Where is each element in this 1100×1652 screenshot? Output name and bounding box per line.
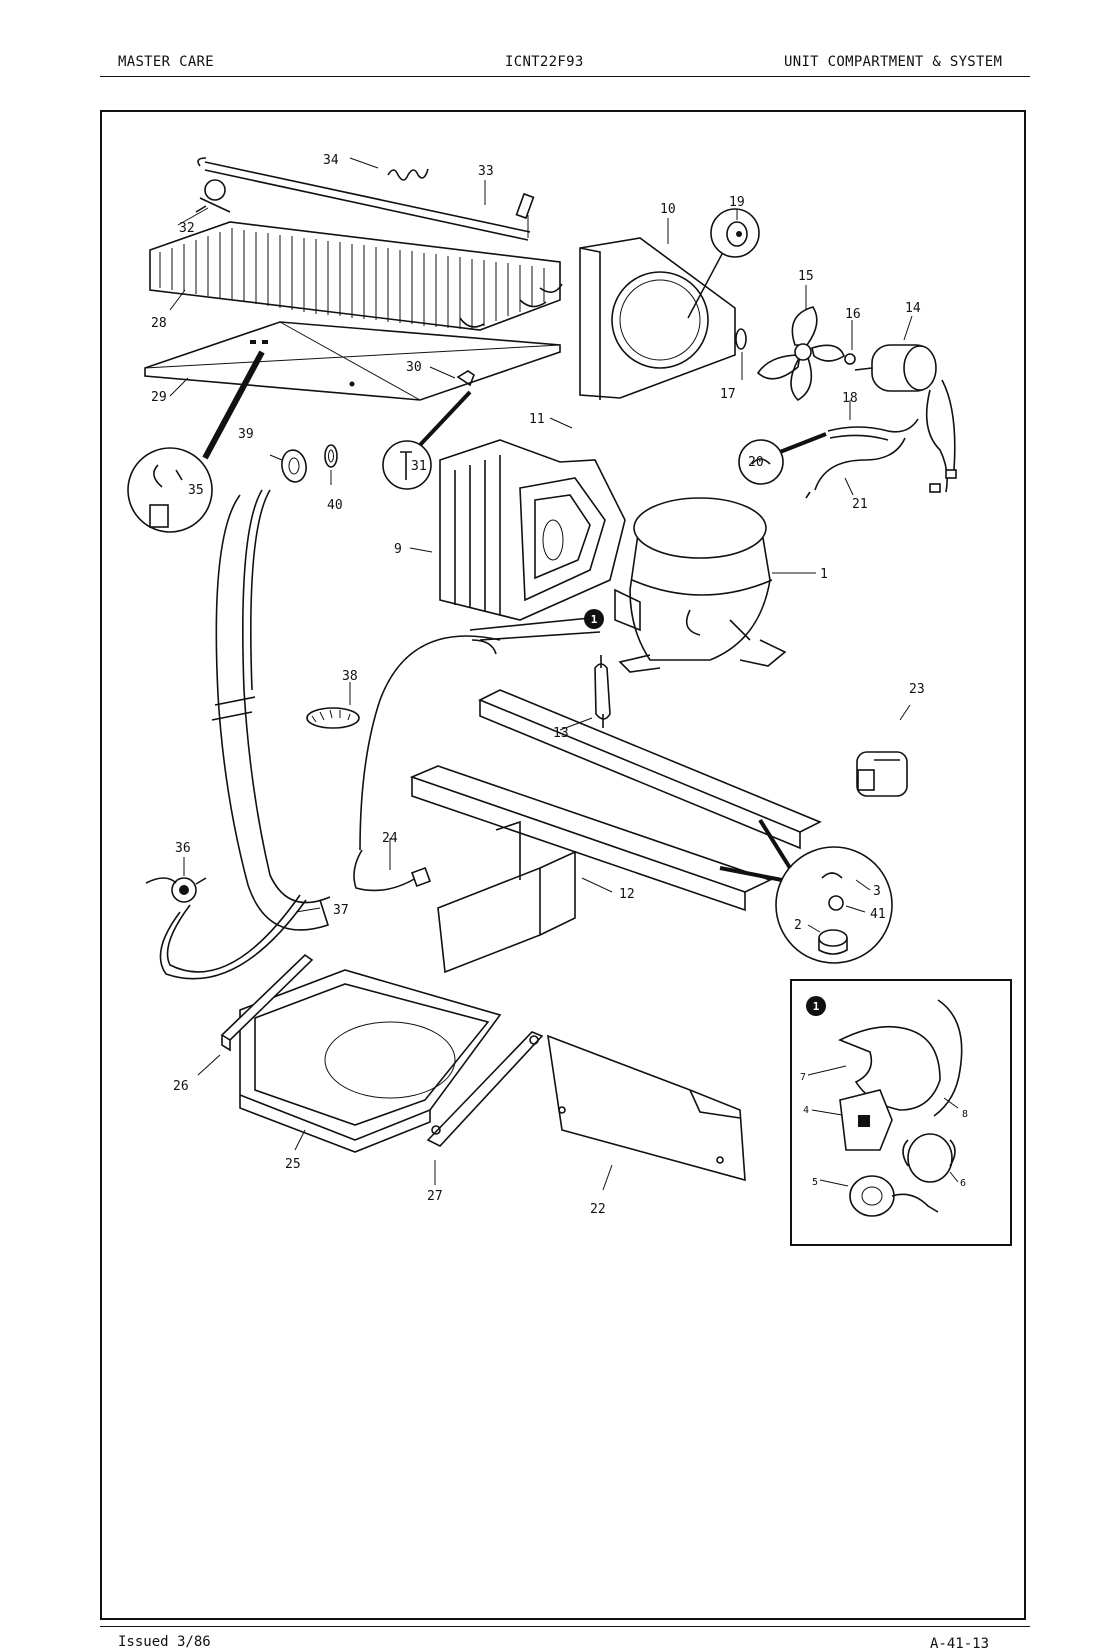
inset-detail-box: 1	[790, 979, 1012, 1246]
part-label-23: 23	[909, 682, 925, 697]
plate-clip	[456, 370, 475, 387]
defrost-timer	[856, 751, 908, 797]
part-label-7: 7	[800, 1072, 806, 1083]
footer-issue-date: Issued 3/86	[118, 1634, 211, 1650]
part-labels: 1 2 3 4 5 6 7 8 9 10 11 12 13 14 15 16 1…	[151, 153, 968, 1217]
part-label-2: 2	[794, 918, 802, 933]
part-label-4: 4	[803, 1105, 809, 1116]
filter-drier	[594, 655, 611, 728]
part-label-1: 1	[820, 567, 828, 582]
part-label-34: 34	[323, 153, 339, 168]
fan-nut	[735, 328, 747, 350]
part-label-21: 21	[852, 497, 868, 512]
condenser-clamp	[195, 179, 231, 213]
detail-circle-screw	[382, 390, 472, 490]
part-label-41: 41	[870, 907, 886, 922]
part-label-26: 26	[173, 1079, 189, 1094]
part-label-24: 24	[382, 831, 398, 846]
motor-lead	[827, 418, 919, 441]
part-label-20: 20	[748, 455, 764, 470]
part-label-16: 16	[845, 307, 861, 322]
cover-plate	[144, 321, 561, 401]
part-label-6: 6	[960, 1178, 966, 1189]
compressor	[469, 497, 787, 673]
grommet-small	[324, 444, 338, 468]
ground-wire	[805, 437, 906, 499]
fan-clip	[844, 353, 856, 365]
part-label-5: 5	[812, 1177, 818, 1188]
power-cord	[353, 635, 501, 892]
condenser-coil	[149, 221, 563, 331]
part-label-33: 33	[478, 164, 494, 179]
part-label-36: 36	[175, 841, 191, 856]
part-label-28: 28	[151, 316, 167, 331]
header-rule	[100, 76, 1030, 77]
coil-wire	[387, 168, 429, 181]
part-label-31: 31	[411, 459, 427, 474]
footer-page-code: A-41-13	[930, 1636, 990, 1652]
condenser-tube-upper	[197, 157, 535, 241]
part-label-29: 29	[151, 390, 167, 405]
part-label-32: 32	[179, 221, 195, 236]
part-label-39: 39	[238, 427, 254, 442]
part-label-8: 8	[962, 1109, 968, 1120]
exploded-parts-diagram: 1	[127, 153, 1012, 1246]
part-label-14: 14	[905, 301, 921, 316]
part-label-12: 12	[619, 887, 635, 902]
svg-text:1: 1	[591, 613, 598, 626]
detail-circle-connector	[738, 432, 827, 485]
grommet	[281, 449, 307, 483]
part-label-15: 15	[798, 269, 814, 284]
part-label-27: 27	[427, 1189, 443, 1204]
part-label-11: 11	[529, 412, 545, 427]
mounting-rail-front	[409, 765, 773, 912]
header-section-title: UNIT COMPARTMENT & SYSTEM	[784, 54, 1003, 70]
drain-pan	[239, 969, 502, 1153]
fan-shroud	[579, 237, 736, 400]
detail-circle-fan-grommet	[687, 208, 760, 319]
part-label-30: 30	[406, 360, 422, 375]
part-label-18: 18	[842, 391, 858, 406]
callout-compressor-detail: 1	[584, 609, 604, 629]
fan-motor	[854, 344, 957, 493]
part-label-38: 38	[342, 669, 358, 684]
detail-circle-mount	[719, 818, 893, 964]
part-label-25: 25	[285, 1157, 301, 1172]
part-label-22: 22	[590, 1202, 606, 1217]
part-label-3: 3	[873, 884, 881, 899]
detail-circle-bracket	[127, 350, 265, 533]
tube-clamp	[306, 707, 360, 729]
part-label-35: 35	[188, 483, 204, 498]
bracket-plate	[437, 820, 576, 974]
evaporator-housing	[439, 439, 626, 621]
part-label-19: 19	[729, 195, 745, 210]
rear-access-panel	[547, 1034, 746, 1182]
header-brand: MASTER CARE	[118, 54, 215, 70]
part-label-40: 40	[327, 498, 343, 513]
part-label-17: 17	[720, 387, 736, 402]
drain-hose	[159, 489, 331, 980]
footer-rule	[100, 1626, 1030, 1627]
part-label-9: 9	[394, 542, 402, 557]
part-label-37: 37	[333, 903, 349, 918]
svg-text:1: 1	[813, 1000, 820, 1013]
leader-lines	[169, 157, 959, 1191]
part-label-10: 10	[660, 202, 676, 217]
hose-connector	[145, 877, 207, 903]
fan-blade	[756, 306, 845, 402]
part-label-13: 13	[553, 726, 569, 741]
mounting-rail-rear	[478, 689, 822, 850]
pan-bracket-right	[426, 1031, 544, 1147]
pan-bracket-left	[220, 953, 314, 1052]
header-model-number: ICNT22F93	[505, 54, 584, 70]
